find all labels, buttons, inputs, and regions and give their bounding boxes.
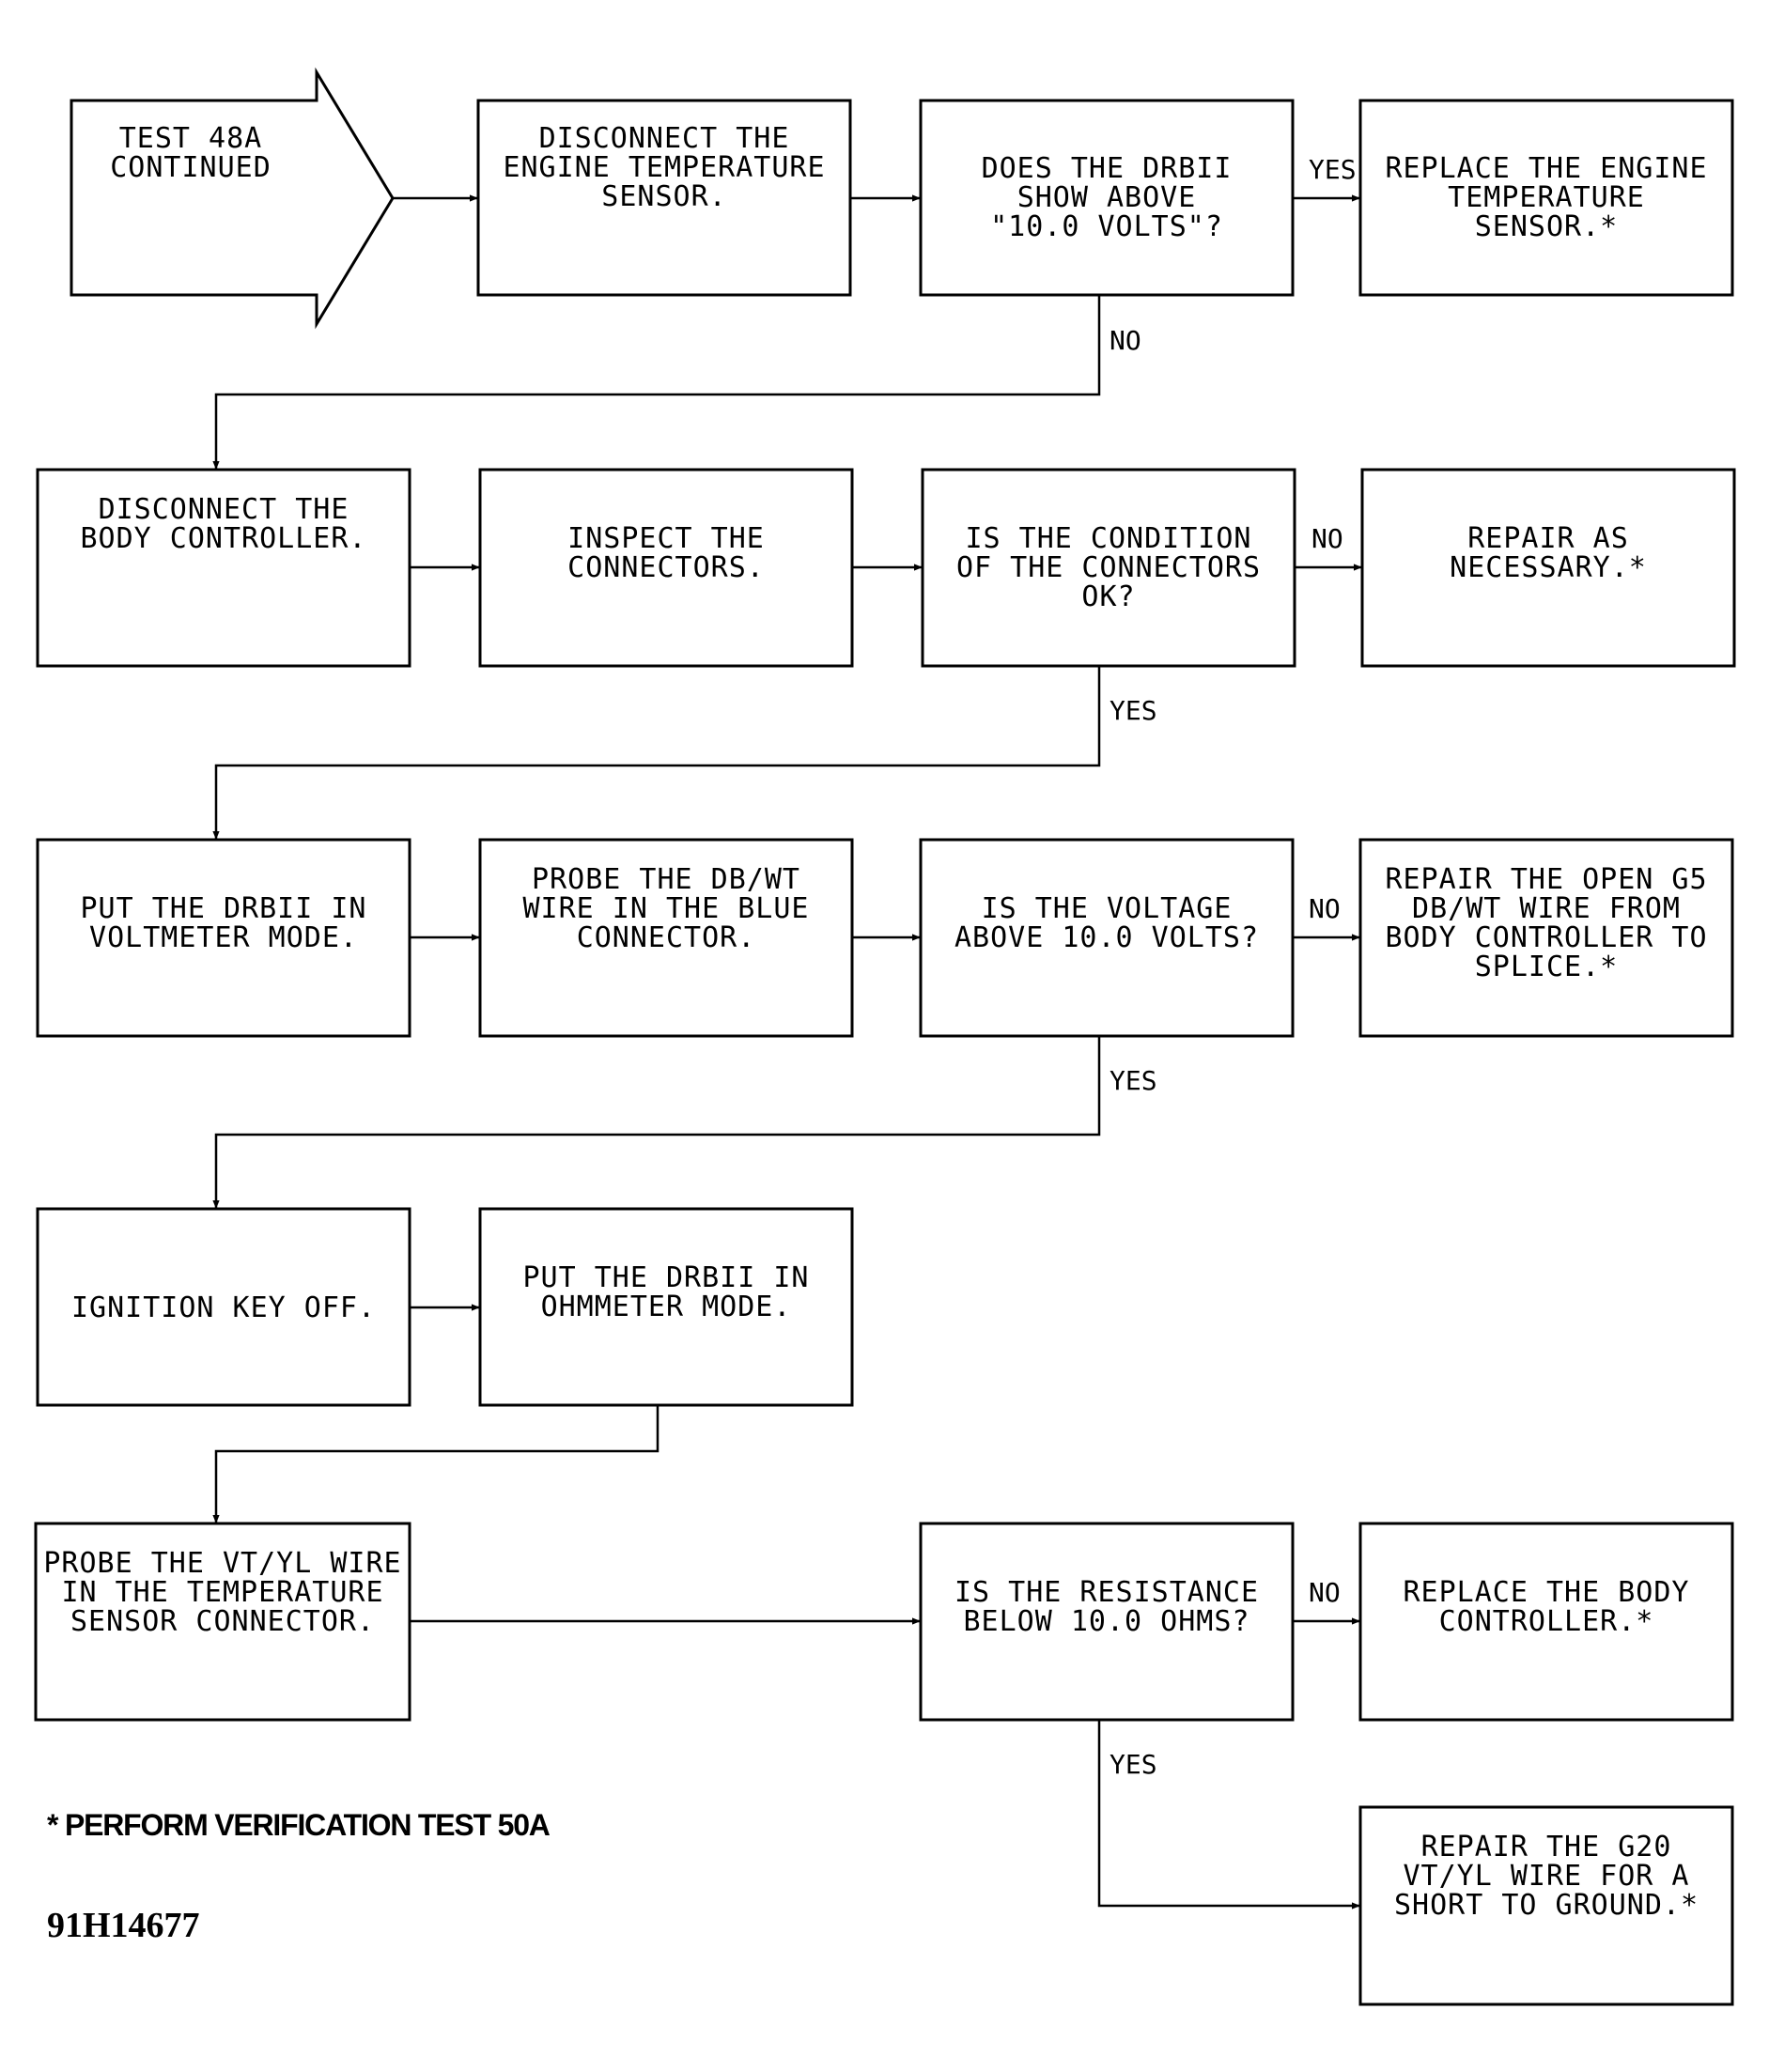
branch-label-q1-yes: YES — [1309, 154, 1357, 185]
box-text-line: TEMPERATURE — [1448, 181, 1645, 214]
box-text-line: REPAIR THE OPEN G5 — [1385, 863, 1707, 896]
box-text-line: WIRE IN THE BLUE — [523, 892, 810, 925]
box-text-line: SHORT TO GROUND.* — [1394, 1889, 1699, 1922]
text-ignition-off: IGNITION KEY OFF. — [71, 1291, 376, 1324]
branch-label-q4-no: NO — [1309, 1577, 1341, 1608]
branch-label-q3-yes: YES — [1110, 1065, 1157, 1096]
box-text-line: DOES THE DRBII — [982, 152, 1233, 185]
connector-q2-yes — [212, 666, 1101, 840]
box-text-line: NECESSARY.* — [1450, 551, 1647, 584]
branch-label-q2-yes: YES — [1110, 695, 1157, 726]
branch-label-q1-no: NO — [1110, 325, 1141, 356]
box-text-line: TEST 48A — [119, 122, 263, 155]
box-text-line: ENGINE TEMPERATURE — [503, 151, 825, 184]
box-text-line: DISCONNECT THE — [539, 122, 790, 155]
footnote: * PERFORM VERIFICATION TEST 50A — [47, 1808, 551, 1842]
box-text-line: IN THE TEMPERATURE — [61, 1576, 383, 1609]
connector-ohmmeter-to-probe — [212, 1405, 659, 1523]
box-text-line: DISCONNECT THE — [99, 493, 349, 526]
box-text-line: CONTINUED — [110, 151, 272, 184]
box-text-line: VOLTMETER MODE. — [89, 921, 358, 954]
box-text-line: IS THE CONDITION — [966, 522, 1252, 555]
box-text-line: BODY CONTROLLER. — [81, 522, 367, 555]
connector-q4-yes — [1097, 1720, 1360, 1910]
box-text-line: INSPECT THE — [567, 522, 765, 555]
start-arrow-shape — [70, 67, 395, 330]
box-text-line: CONNECTOR. — [577, 921, 756, 954]
box-text-line: REPAIR THE G20 — [1421, 1831, 1672, 1863]
box-text-line: REPLACE THE BODY — [1404, 1576, 1690, 1609]
figure-id: 91H14677 — [47, 1906, 200, 1945]
box-text-line: SENSOR. — [601, 180, 726, 213]
box-text-line: PUT THE DRBII IN — [523, 1261, 810, 1294]
box-text-line: REPLACE THE ENGINE — [1385, 152, 1707, 185]
box-text-line: CONNECTORS. — [567, 551, 765, 584]
box-text-line: PROBE THE DB/WT — [532, 863, 800, 896]
box-text-line: IGNITION KEY OFF. — [71, 1291, 376, 1324]
box-text-line: IS THE RESISTANCE — [954, 1576, 1259, 1609]
box-text-line: OHMMETER MODE. — [541, 1291, 792, 1323]
box-text-line: SENSOR.* — [1475, 210, 1619, 243]
box-text-line: IS THE VOLTAGE — [982, 892, 1233, 925]
box-text-line: ABOVE 10.0 VOLTS? — [954, 921, 1259, 954]
box-text-line: "10.0 VOLTS"? — [990, 210, 1223, 243]
box-text-line: PROBE THE VT/YL WIRE — [43, 1547, 401, 1580]
box-text-line: VT/YL WIRE FOR A — [1404, 1860, 1690, 1893]
box-text-line: SHOW ABOVE — [1017, 181, 1197, 214]
box-text-line: OF THE CONNECTORS — [956, 551, 1261, 584]
branch-label-q4-yes: YES — [1110, 1749, 1157, 1780]
box-text-line: BELOW 10.0 OHMS? — [964, 1605, 1250, 1638]
box-text-line: BODY CONTROLLER TO — [1385, 921, 1707, 954]
box-text-line: OK? — [1081, 580, 1135, 613]
connector-q1-no — [212, 295, 1101, 470]
box-text-line: CONTROLLER.* — [1439, 1605, 1654, 1638]
box-text-line: PUT THE DRBII IN — [81, 892, 367, 925]
box-text-line: REPAIR AS — [1467, 522, 1629, 555]
box-text-line: DB/WT WIRE FROM — [1412, 892, 1681, 925]
branch-label-q2-no: NO — [1311, 523, 1343, 554]
box-text-line: SENSOR CONNECTOR. — [70, 1605, 375, 1638]
branch-label-q3-no: NO — [1309, 893, 1341, 924]
connector-q3-yes — [212, 1036, 1101, 1209]
box-text-line: SPLICE.* — [1475, 951, 1619, 983]
